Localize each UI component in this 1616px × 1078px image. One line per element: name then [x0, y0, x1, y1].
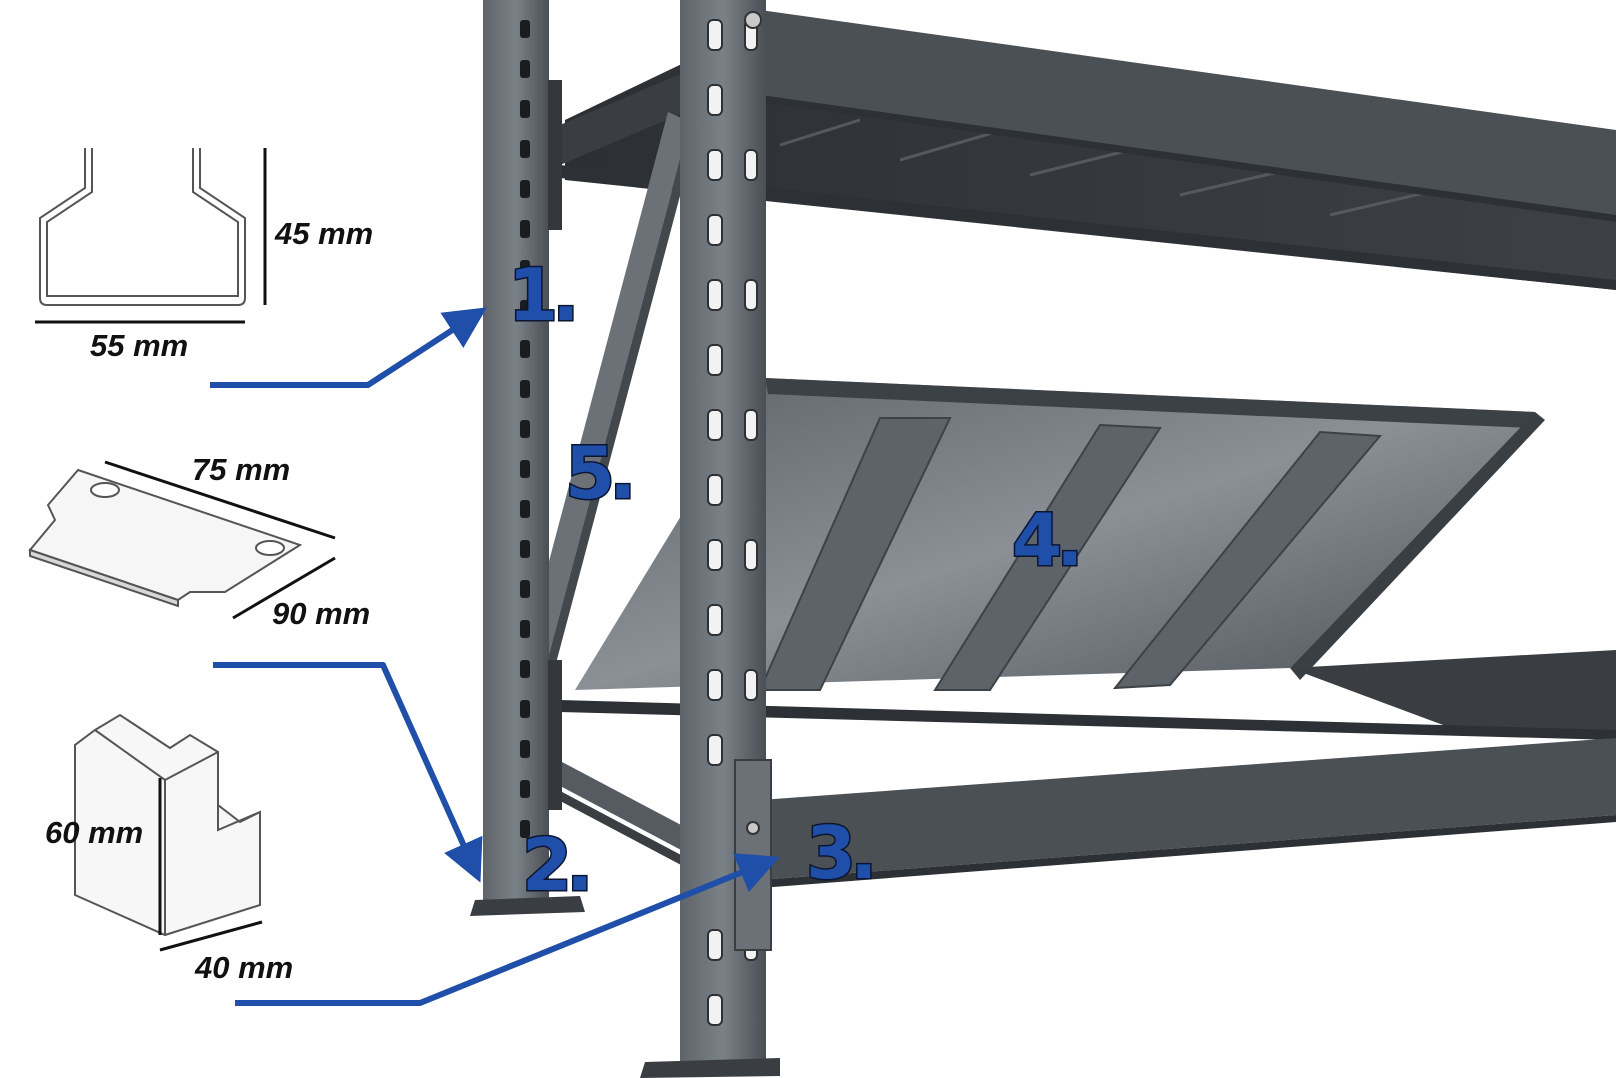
- shelf-panel-ribs: [758, 417, 1383, 691]
- top-side-beam: [560, 70, 690, 165]
- lower-shelf-deck: [1290, 650, 1616, 735]
- arrow-to-beam: [235, 853, 780, 1006]
- profile-height-label: 45 mm: [274, 216, 373, 251]
- connector-height-label: 60 mm: [45, 815, 143, 850]
- diagonal-brace: [503, 112, 690, 745]
- front-foot-plate: [640, 1058, 780, 1078]
- callout-brace: 5.: [565, 431, 630, 515]
- pointer-arrows: [210, 307, 780, 1006]
- connector-width-line: [159, 920, 263, 952]
- upright-profile-drawing: [39, 148, 246, 306]
- arrow-to-upright: [210, 307, 488, 388]
- callout-upright: 1.: [508, 253, 573, 337]
- footplate-width-line: [232, 556, 336, 620]
- arrow-to-foot: [213, 662, 483, 883]
- lower-front-beam: [760, 738, 1616, 880]
- connector-width-label: 40 mm: [194, 950, 293, 985]
- callout-beam: 3.: [806, 811, 871, 895]
- back-upright: [470, 0, 585, 916]
- callout-foot: 2.: [522, 823, 587, 907]
- profile-width-label: 55 mm: [90, 328, 188, 363]
- foot-plate-drawing: [28, 468, 303, 608]
- top-front-beam: [760, 10, 1616, 215]
- beam-connector: [734, 759, 772, 951]
- connector-block-drawing: [74, 713, 261, 937]
- footplate-width-label: 90 mm: [272, 596, 370, 631]
- back-foot-plate: [470, 896, 585, 916]
- callout-shelf-panel: 4.: [1012, 498, 1077, 582]
- lower-side-beam: [530, 745, 700, 860]
- footplate-length-line: [104, 460, 336, 540]
- top-shelf-deck: [565, 60, 1616, 290]
- footplate-length-label: 75 mm: [192, 452, 290, 487]
- shelving-unit: [470, 0, 1616, 1078]
